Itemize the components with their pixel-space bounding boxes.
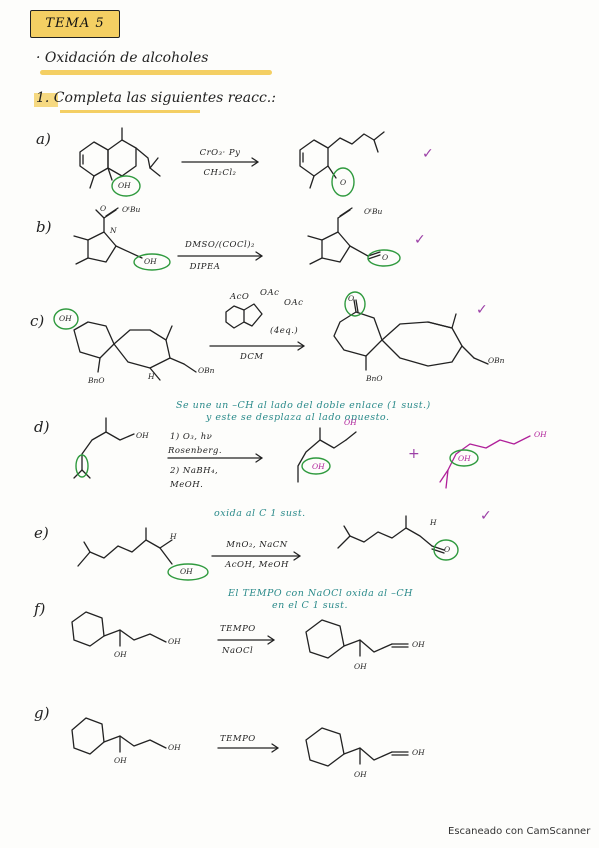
reaction-c-sub-oh: OH — [59, 314, 72, 323]
reaction-a-sub-oh: OH — [118, 181, 131, 190]
subheading-number-highlight — [34, 93, 58, 107]
reaction-e-reagent-bottom: AcOH, MeOH — [225, 560, 289, 570]
reaction-f-product — [305, 619, 409, 659]
reaction-a-reagent-bottom: CH₂Cl₂ — [203, 168, 237, 178]
reaction-e-reagent-top: MnO₂, NaCN — [226, 540, 288, 550]
reaction-g-label: g) — [34, 704, 50, 722]
reaction-e-checkmark: ✓ — [480, 508, 492, 524]
reaction-f-sub-oh2: OH — [114, 650, 127, 659]
reaction-g-prod-oh: OH — [412, 748, 425, 757]
reaction-a-prod-o: O — [340, 178, 347, 187]
reacting-group-highlights — [53, 167, 479, 581]
reaction-b-obu: OᵗBu — [122, 205, 141, 214]
reaction-b-prod-obu: OᵗBu — [364, 207, 383, 216]
reaction-c-reagent-aco: AcO — [230, 292, 250, 302]
section-heading: · Oxidación de alcoholes — [36, 50, 209, 66]
reaction-d-reagent-1: 1) O₃, hν — [170, 432, 213, 442]
reaction-g-product — [305, 727, 409, 767]
reaction-d-note-line-1: Se une un –CH al lado del doble enlace (… — [176, 400, 431, 411]
reaction-a-checkmark: ✓ — [422, 146, 434, 162]
reaction-d-reagent-4: MeOH. — [170, 480, 204, 490]
reagent-dess-martin — [225, 303, 263, 329]
reaction-b-top-o: O — [100, 204, 107, 213]
reaction-d-prod-2-oh2: OH — [458, 454, 471, 463]
reaction-f-reagent-top: TEMPO — [220, 624, 256, 634]
reaction-c-checkmark: ✓ — [476, 302, 488, 318]
reaction-d-reagent-3: 2) NaBH₄, — [170, 466, 219, 476]
reaction-c-reagent-oac2: OAc — [284, 298, 304, 308]
reaction-f-note-line-2: en el C 1 sust. — [272, 600, 348, 611]
subheading-underline — [60, 110, 200, 113]
reaction-e-substrate — [77, 527, 173, 567]
reaction-b-product — [307, 207, 381, 265]
reaction-d-product-1 — [297, 427, 357, 483]
reaction-e-sub-h: H — [170, 532, 177, 541]
reaction-c-obn: OBn — [198, 366, 215, 375]
reaction-e-label: e) — [34, 524, 49, 542]
reaction-d-note-line-2: y este se desplaza al lado opuesto. — [206, 412, 390, 423]
scanner-watermark: Escaneado con CamScanner — [448, 826, 591, 837]
reaction-a-reagent-top: CrO₃· Py — [199, 148, 241, 158]
reaction-d-prod-1-oh: OH — [344, 418, 357, 427]
reaction-c-prod-bno: BnO — [366, 374, 383, 383]
reaction-b-sub-oh: OH — [144, 257, 157, 266]
reaction-c-bno: BnO — [88, 376, 105, 385]
reaction-f-reagent-bottom: NaOCl — [222, 646, 254, 656]
reaction-c-reagent-eq: (4eq.) — [270, 326, 299, 336]
reaction-e-prod-o: O — [444, 545, 451, 554]
reaction-g-sub-oh1: OH — [168, 743, 181, 752]
reaction-c-prod-obn: OBn — [488, 356, 505, 365]
reaction-e-product — [337, 515, 445, 554]
reaction-c-reagent-bottom: DCM — [240, 352, 264, 362]
reaction-f-label: f) — [34, 600, 46, 618]
exercise-heading: 1. Completa las siguientes reacc.: — [36, 90, 276, 106]
reaction-b-n: N — [110, 226, 117, 235]
plus-sign: + — [408, 446, 420, 462]
reaction-e-sub-oh: OH — [180, 567, 193, 576]
reaction-d-sub-oh: OH — [136, 431, 149, 440]
reaction-a-substrate — [79, 127, 161, 189]
reaction-d-product-2 — [439, 435, 531, 489]
reaction-b-prod-o: O — [382, 253, 389, 262]
reaction-d-label: d) — [34, 418, 50, 436]
reaction-c-h: H — [148, 372, 155, 381]
reaction-g-substrate — [71, 717, 167, 755]
reaction-d-prod-1-oh2: OH — [312, 462, 325, 471]
reaction-f-substrate — [71, 611, 167, 647]
reaction-f-sub-oh1: OH — [168, 637, 181, 646]
reaction-b-checkmark: ✓ — [414, 232, 426, 248]
reaction-b-substrate — [73, 207, 143, 265]
reaction-d-reagent-2: Rosenberg. — [168, 446, 223, 456]
reaction-g-prod-o: OH — [354, 770, 367, 779]
reaction-f-prod-o: OH — [354, 662, 367, 671]
reaction-b-label: b) — [36, 218, 52, 236]
reaction-b-reagent-bottom: DIPEA — [189, 262, 221, 272]
reaction-g-sub-oh2: OH — [114, 756, 127, 765]
reaction-e-prod-h: H — [430, 518, 437, 527]
reaction-e-note: oxida al C 1 sust. — [214, 508, 306, 519]
reaction-g-reagent-top: TEMPO — [220, 734, 256, 744]
reaction-c-prod-o: O — [348, 294, 355, 303]
heading-highlight — [40, 70, 272, 75]
reaction-d-prod-2-oh: OH — [534, 430, 547, 439]
reaction-a-product — [299, 131, 385, 189]
reaction-f-note-line-1: El TEMPO con NaOCl oxida al –CH — [228, 588, 413, 599]
reaction-a-label: a) — [36, 130, 51, 148]
reaction-b-reagent-top: DMSO/(COCl)₂ — [185, 240, 255, 250]
reaction-c-product — [333, 299, 489, 371]
reaction-f-prod-oh: OH — [412, 640, 425, 649]
reaction-c-reagent-oac1: OAc — [260, 288, 280, 298]
reaction-c-label: c) — [30, 312, 45, 330]
reaction-c-substrate — [73, 321, 197, 381]
title-tag: TEMA 5 — [30, 10, 120, 38]
reaction-d-substrate — [73, 417, 135, 479]
